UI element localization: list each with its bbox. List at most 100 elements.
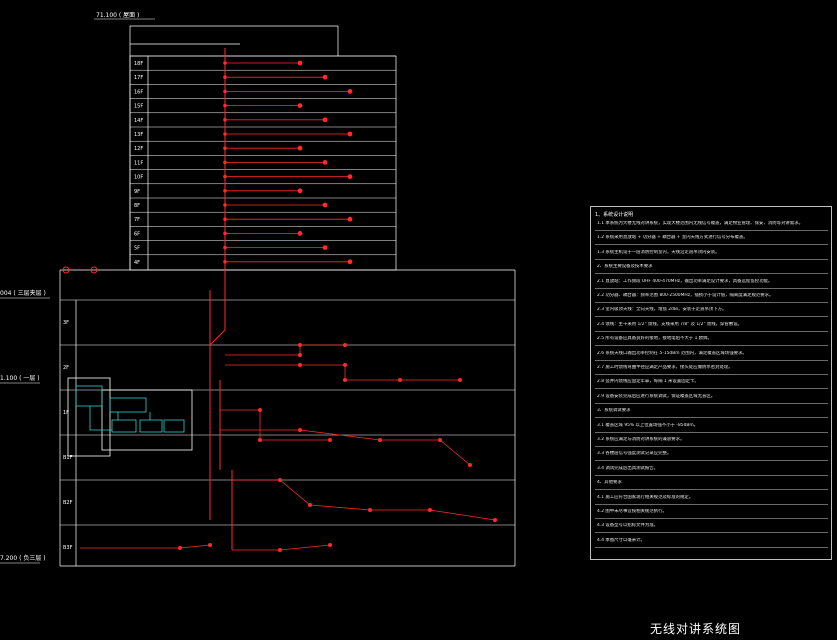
antenna-icon	[322, 202, 328, 208]
left-feed-label-3: 7.200 ( 负三层 )	[0, 554, 46, 562]
antenna-icon	[493, 518, 497, 522]
antenna-icon	[298, 428, 302, 432]
antenna-icon	[343, 343, 347, 347]
rooftop-antenna-icon	[90, 266, 98, 274]
antenna-icon	[328, 438, 332, 442]
branch-line	[232, 479, 496, 521]
antenna-icon	[347, 131, 353, 137]
note-line-text: 3.3 各楼层信号强度测试记录应完整。	[597, 451, 672, 457]
note-line-text: 1.2 系统采用直放站 + 功分器 + 耦合器 + 室内天线方式进行信号分布覆盖…	[597, 235, 748, 241]
coupler-node	[223, 75, 227, 79]
antenna-icon	[297, 231, 303, 236]
riser-trunk	[209, 48, 233, 550]
note-line-text: 2.8 竖井内馈线应固定牢靠，每隔 1 米设置固定卡。	[597, 379, 699, 385]
antenna-icon	[308, 503, 312, 507]
coupler-node	[223, 160, 227, 165]
coupler-node	[223, 174, 227, 179]
antenna-icon	[468, 463, 472, 467]
coupler-node	[223, 89, 227, 94]
antenna-icon	[297, 188, 303, 194]
branch-line	[225, 364, 460, 381]
coupler-node	[223, 245, 227, 250]
branch-line	[80, 544, 211, 549]
floor-label: B1F	[63, 455, 73, 461]
antenna-icon	[458, 378, 462, 382]
floor-label: 9F	[134, 189, 140, 195]
note-divider	[595, 460, 828, 462]
antenna-icon	[343, 378, 347, 382]
floor-label: 10F	[134, 175, 143, 181]
antenna-icon	[347, 216, 353, 222]
antenna-icon	[438, 438, 442, 442]
note-divider	[595, 330, 828, 332]
note-line-text: 2.6 系统天线口输出功率控制在 5-15dBm 范围内，满足覆盖区域场强要求。	[597, 350, 747, 356]
note-line-text: 1.3 系统主机设于一层消防控制室内，天线沿走道吊顶内安装。	[597, 249, 720, 255]
note-divider	[595, 546, 828, 548]
antenna-icon	[428, 508, 432, 512]
antennas	[62, 60, 497, 552]
floor-label: B3F	[63, 545, 73, 551]
floor-label: 3F	[63, 320, 69, 326]
floor-label: 13F	[134, 132, 143, 138]
floor-separators	[60, 55, 515, 526]
antenna-icon	[297, 103, 303, 108]
note-divider	[595, 287, 828, 289]
antenna-icon	[278, 478, 282, 482]
top-feed-label: 71.100 ( 屋面 )	[96, 12, 139, 19]
antenna-icon	[258, 438, 262, 442]
note-divider	[595, 302, 828, 303]
note-divider	[595, 417, 828, 419]
coupler-node	[223, 231, 227, 236]
note-divider	[595, 503, 828, 505]
floor-label: 11F	[134, 160, 143, 166]
floor-label: 17F	[134, 75, 143, 81]
note-line-text: 2.4 馈线：主干采用 1/2" 馈线，支线采用 7/8" 及 1/2" 馈线，…	[597, 321, 742, 327]
floor-label: 5F	[134, 246, 140, 252]
antenna-icon	[343, 363, 347, 367]
left-feed-label-1: 004 ( 三层夹层 )	[0, 289, 46, 297]
floor-label: 15F	[134, 104, 143, 110]
note-divider	[595, 388, 828, 390]
note-line-text: 2.9 设备安装完成后应进行系统调试，保证覆盖区域无盲区。	[597, 393, 716, 399]
antenna-icon	[347, 259, 353, 265]
note-divider	[595, 532, 828, 534]
note-divider	[595, 316, 828, 318]
note-line-text: 4.1 施工应符合国家现行相关规范及标准的规定。	[597, 494, 694, 500]
branch-line	[225, 344, 345, 356]
antenna-icon	[322, 117, 328, 123]
coupler-node	[223, 61, 227, 65]
coupler-node	[223, 132, 227, 136]
floor-label: 8F	[134, 203, 140, 209]
left-feed-label-2: 1.100 ( 一层 )	[0, 375, 40, 382]
antenna-icon	[328, 543, 332, 547]
note-divider	[595, 374, 828, 375]
design-notes-panel: 1、系统设计说明 1.1 本系统为大楼无线对讲系统，实现大楼范围内无线信号覆盖，…	[590, 206, 832, 560]
antenna-icon	[347, 174, 353, 180]
note-line-text: 3.1 覆盖区域 95% 以上位置场强不小于 -85dBm。	[597, 422, 699, 428]
floor-label: 14F	[134, 118, 143, 124]
note-line-text: 3.4 调试完成后出具测试报告。	[597, 465, 659, 471]
coupler-node	[223, 146, 227, 150]
coupler-node	[223, 260, 227, 264]
floor-labels: 18F17F16F15F14F13F12F11F10F9F8F7F6F5F4F3…	[63, 61, 143, 551]
note-divider	[595, 489, 828, 491]
note-line-text: 2.5 所有设备应具备良好的接地，接地电阻不大于 1 欧姆。	[597, 336, 712, 342]
floor-label: 16F	[134, 89, 143, 95]
note-line-text: 4、其他要求	[597, 480, 622, 486]
antenna-icon	[298, 363, 302, 367]
floor-label: 7F	[134, 217, 140, 223]
note-divider	[595, 230, 828, 231]
note-divider	[595, 431, 828, 433]
floor-label: 18F	[134, 61, 143, 67]
tower-frame	[59, 25, 516, 567]
antenna-icon	[297, 60, 303, 66]
antenna-icon	[278, 548, 282, 552]
antenna-icon	[322, 160, 328, 165]
floor-label: 2F	[63, 365, 69, 371]
notes-heading: 1、系统设计说明	[595, 212, 634, 218]
antenna-icon	[322, 245, 328, 251]
floor-label: 12F	[134, 146, 143, 152]
note-line-text: 1.1 本系统为大楼无线对讲系统，实现大楼范围内无线信号覆盖，满足物业管理、保安…	[597, 221, 803, 226]
antenna-icon	[322, 74, 328, 80]
